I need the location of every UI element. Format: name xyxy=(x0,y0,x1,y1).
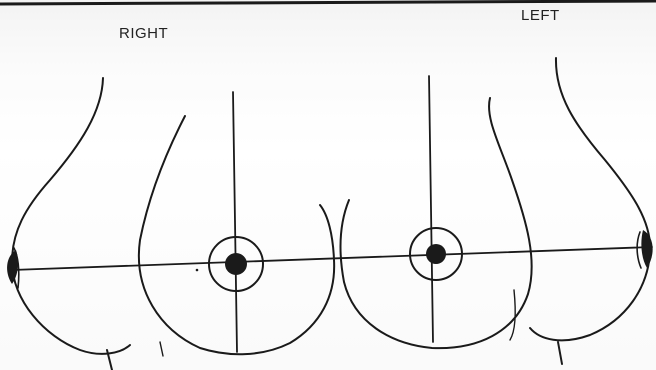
left-front-breast-outline xyxy=(341,98,532,348)
right-nipple xyxy=(225,253,247,275)
right-front-vertical-line xyxy=(233,92,237,352)
left-front-vertical-line xyxy=(429,76,433,342)
left-front-inner-curve xyxy=(510,290,515,340)
left-nipple xyxy=(426,244,446,264)
label-right: RIGHT xyxy=(119,25,168,42)
top-border-line xyxy=(0,1,656,4)
speck-mark xyxy=(196,269,199,272)
horizontal-axis-line xyxy=(12,247,652,270)
label-left: LEFT xyxy=(521,7,560,24)
right-side-nipple xyxy=(7,250,18,284)
left-side-chest-line xyxy=(558,342,562,364)
left-side-profile-outline xyxy=(530,58,650,340)
right-front-inner-mark xyxy=(160,342,163,356)
left-side-nipple xyxy=(641,230,652,268)
right-side-profile-outline xyxy=(12,78,130,354)
left-side-nipple-outline xyxy=(637,232,641,268)
